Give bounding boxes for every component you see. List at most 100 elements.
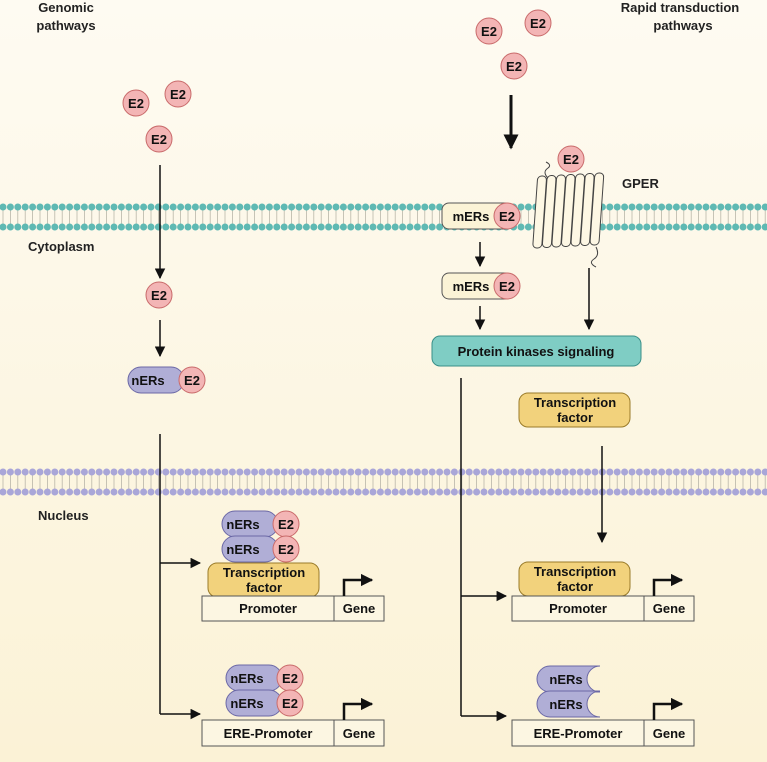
- lipid-head: [436, 488, 444, 496]
- lipid-head: [687, 468, 695, 476]
- lipid-head: [369, 223, 377, 231]
- lipid-head: [724, 223, 732, 231]
- lipid-head: [702, 223, 710, 231]
- lipid-head: [36, 468, 44, 476]
- lipid-head: [169, 223, 177, 231]
- lipid-head: [547, 488, 555, 496]
- lipid-head: [140, 468, 148, 476]
- lipid-head: [658, 223, 666, 231]
- lipid-head: [221, 488, 229, 496]
- lipid-head: [384, 468, 392, 476]
- lipid-head: [88, 468, 96, 476]
- lipid-head: [547, 468, 555, 476]
- svg-text:nERs: nERs: [230, 696, 263, 711]
- lipid-head: [709, 223, 717, 231]
- lipid-head: [672, 468, 680, 476]
- nucleus-label: Nucleus: [38, 508, 89, 523]
- lipid-head: [243, 468, 251, 476]
- lipid-head: [606, 488, 614, 496]
- svg-text:mERs: mERs: [453, 209, 490, 224]
- lipid-head: [66, 468, 74, 476]
- lipid-head: [302, 203, 310, 211]
- lipid-head: [584, 468, 592, 476]
- lipid-head: [413, 203, 421, 211]
- lipid-head: [21, 203, 29, 211]
- lipid-head: [88, 488, 96, 496]
- svg-text:E2: E2: [278, 517, 294, 532]
- lipid-head: [384, 223, 392, 231]
- lipid-head: [169, 203, 177, 211]
- lipid-head: [613, 468, 621, 476]
- lipid-head: [487, 488, 495, 496]
- svg-text:E2: E2: [128, 96, 144, 111]
- lipid-head: [58, 488, 66, 496]
- lipid-head: [517, 468, 525, 476]
- lipid-head: [391, 223, 399, 231]
- lipid-head: [495, 468, 503, 476]
- ners-unliganded-top: nERs: [536, 665, 601, 693]
- e2-molecule: E2: [164, 80, 192, 108]
- lipid-head: [228, 203, 236, 211]
- lipid-head: [51, 223, 59, 231]
- lipid-head: [450, 488, 458, 496]
- rapid-pathways-label: Rapid transduction: [621, 0, 740, 15]
- lipid-head: [191, 203, 199, 211]
- lipid-head: [665, 488, 673, 496]
- lipid-head: [591, 468, 599, 476]
- lipid-head: [650, 203, 658, 211]
- lipid-head: [88, 203, 96, 211]
- lipid-head: [369, 468, 377, 476]
- lipid-head: [125, 488, 133, 496]
- lipid-head: [199, 223, 207, 231]
- lipid-head: [251, 203, 259, 211]
- lipid-head: [147, 203, 155, 211]
- lipid-head: [695, 223, 703, 231]
- lipid-head: [103, 468, 111, 476]
- protein-kinases-signaling: Protein kinases signaling: [431, 335, 642, 367]
- e2-molecule: E2: [524, 9, 552, 37]
- lipid-head: [576, 468, 584, 476]
- lipid-head: [184, 468, 192, 476]
- lipid-head: [495, 488, 503, 496]
- gper-receptor: [532, 161, 605, 268]
- lipid-head: [265, 488, 273, 496]
- lipid-head: [347, 468, 355, 476]
- lipid-head: [665, 203, 673, 211]
- svg-text:E2: E2: [506, 59, 522, 74]
- lipid-head: [117, 203, 125, 211]
- lipid-head: [265, 223, 273, 231]
- lipid-head: [0, 203, 7, 211]
- lipid-head: [132, 468, 140, 476]
- lipid-head: [510, 468, 518, 476]
- lipid-head: [6, 468, 14, 476]
- lipid-head: [732, 488, 740, 496]
- gene-start-arrow: [652, 697, 684, 720]
- ere-promoter-gene-left: ERE-Promoter Gene: [201, 697, 385, 747]
- lipid-head: [140, 223, 148, 231]
- lipid-head: [265, 203, 273, 211]
- lipid-head: [650, 488, 658, 496]
- lipid-head: [658, 488, 666, 496]
- lipid-head: [724, 203, 732, 211]
- lipid-head: [480, 488, 488, 496]
- lipid-head: [332, 468, 340, 476]
- lipid-head: [650, 468, 658, 476]
- lipid-head: [539, 488, 547, 496]
- lipid-head: [132, 223, 140, 231]
- lipid-head: [169, 488, 177, 496]
- lipid-head: [561, 468, 569, 476]
- lipid-head: [273, 468, 281, 476]
- lipid-head: [36, 223, 44, 231]
- lipid-head: [206, 223, 214, 231]
- lipid-head: [465, 488, 473, 496]
- lipid-head: [362, 223, 370, 231]
- lipid-head: [117, 468, 125, 476]
- lipid-head: [80, 468, 88, 476]
- ners-e2-dimer-bottom: nERs E2: [221, 535, 300, 563]
- lipid-head: [510, 488, 518, 496]
- lipid-head: [103, 223, 111, 231]
- lipid-head: [621, 203, 629, 211]
- lipid-head: [621, 223, 629, 231]
- lipid-head: [332, 203, 340, 211]
- lipid-head: [672, 203, 680, 211]
